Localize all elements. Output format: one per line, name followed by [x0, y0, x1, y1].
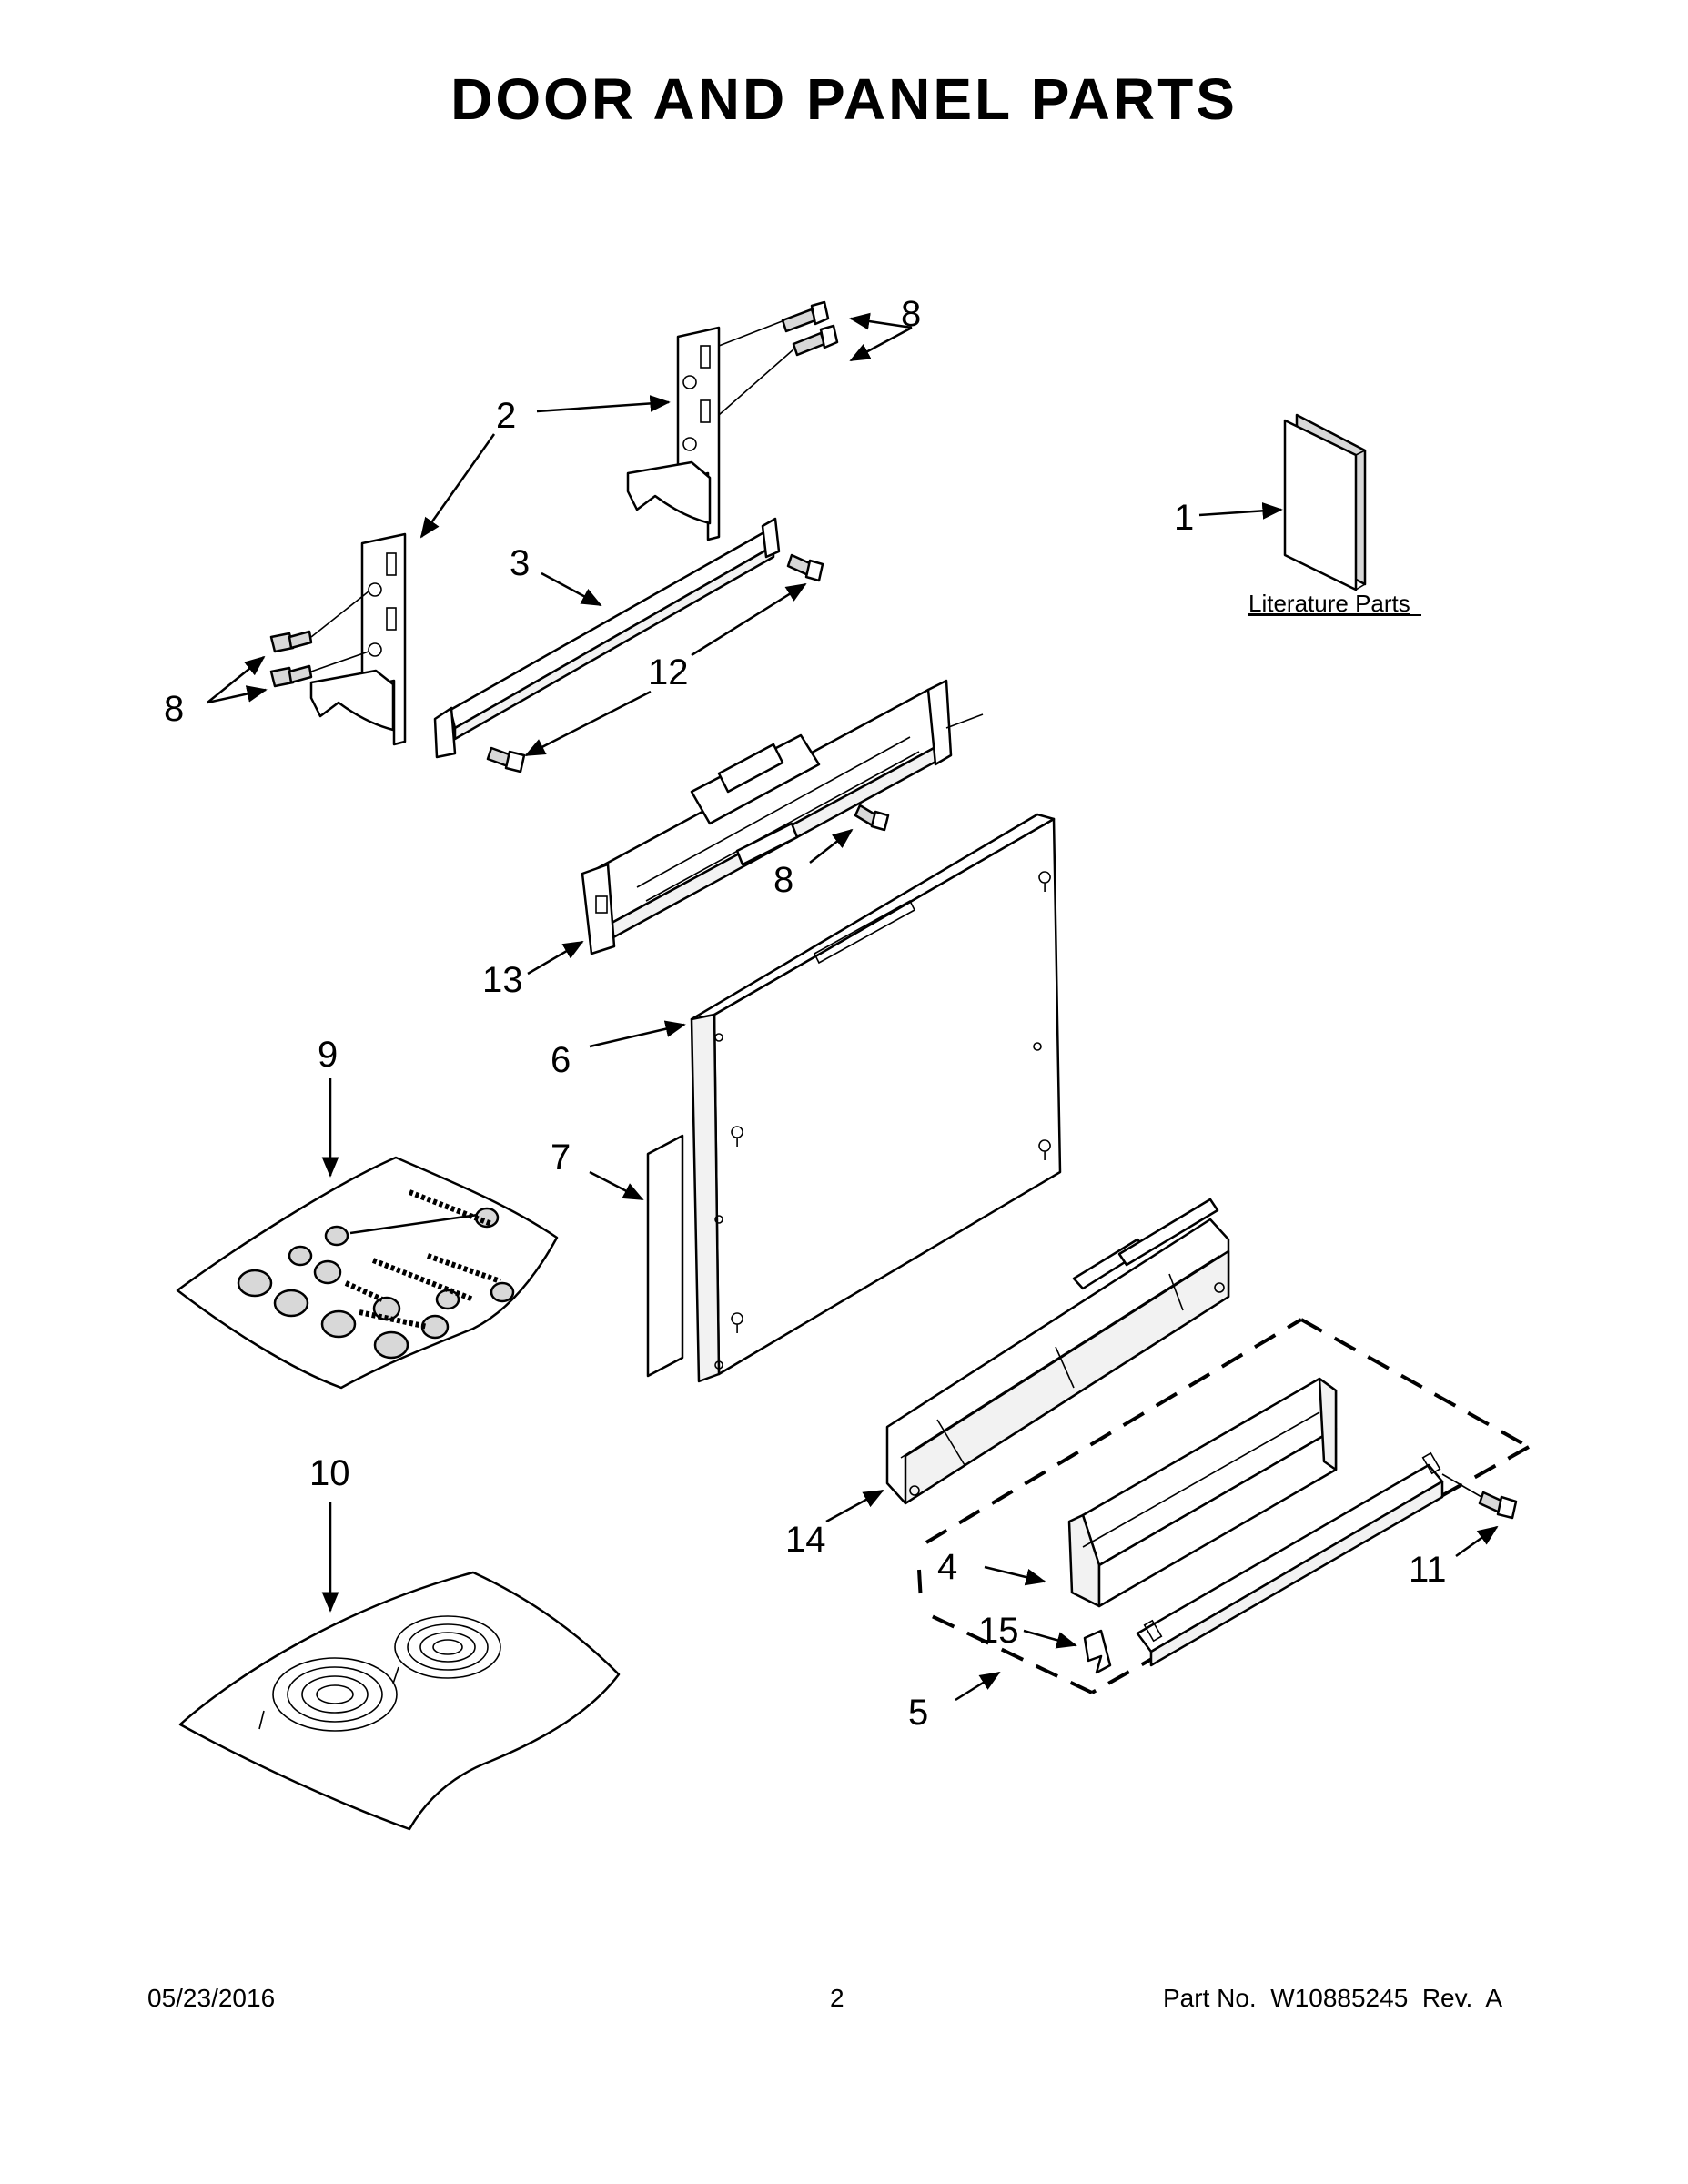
toe-kick-panel: [1067, 1377, 1338, 1608]
screw-8-mid: [854, 804, 890, 832]
callout-13: 13: [482, 960, 523, 1000]
hardware-bag: [176, 1156, 559, 1390]
screw-8-left-a: [269, 630, 313, 653]
callout-10: 10: [309, 1453, 350, 1493]
cross-bar: [433, 517, 781, 759]
screw-8-left-b: [269, 664, 313, 688]
leader-2a: [536, 395, 671, 413]
mounting-bracket-upper: [626, 326, 721, 541]
callout-1: 1: [1174, 498, 1194, 538]
leader-8-left-a: [207, 655, 266, 703]
door-gasket: [646, 1134, 684, 1378]
literature-parts-label: Literature Parts: [1248, 590, 1410, 617]
callout-9: 9: [318, 1035, 338, 1075]
leader-8-top-a: [849, 312, 913, 330]
leader-5: [955, 1671, 1001, 1702]
screw-8-top-a: [781, 300, 830, 333]
footer-page-number: 2: [830, 1984, 844, 2012]
leader-3: [541, 571, 602, 607]
callout-12: 12: [648, 652, 689, 693]
literature-booklet: [1283, 413, 1367, 592]
screw-8-top-b: [792, 324, 839, 357]
callout-7: 7: [551, 1138, 571, 1178]
callout-8-mid: 8: [773, 860, 793, 900]
callout-14: 14: [785, 1520, 826, 1560]
callout-8-left: 8: [164, 689, 184, 729]
panel-clip: [1083, 1629, 1112, 1674]
leader-11: [1455, 1525, 1499, 1558]
callout-11: 11: [1409, 1550, 1447, 1590]
footer-date: 05/23/2016: [147, 1984, 276, 2012]
leader-8-left-b: [207, 685, 268, 704]
callout-6: 6: [551, 1040, 571, 1080]
leader-8-mid: [809, 828, 854, 864]
leader-8-top-b: [849, 326, 913, 362]
screw-12-lower: [486, 746, 526, 774]
leader-6: [589, 1020, 686, 1048]
leader-14: [825, 1489, 884, 1523]
page-title: DOOR AND PANEL PARTS: [450, 66, 1238, 132]
leader-12a: [691, 582, 807, 657]
leader-12b: [524, 690, 652, 757]
callout-15: 15: [978, 1611, 1019, 1651]
callout-2: 2: [496, 396, 516, 436]
screw-12-upper: [786, 553, 824, 582]
inner-door-panel: [690, 813, 1062, 1383]
footer-part-number: Part No. W10885245 Rev. A: [1163, 1984, 1503, 2012]
leader-13: [527, 940, 584, 976]
leader-2b: [419, 433, 496, 539]
callout-4: 4: [937, 1547, 957, 1587]
leader-4: [984, 1565, 1046, 1586]
leader-15: [1023, 1629, 1077, 1649]
callout-3: 3: [510, 543, 530, 583]
leader-7: [589, 1170, 644, 1201]
callout-5: 5: [908, 1693, 928, 1733]
callout-8-top: 8: [901, 294, 921, 334]
foot-pad-bag: [178, 1571, 621, 1831]
leader-1: [1198, 502, 1283, 520]
toe-kick-bracket: [885, 1198, 1230, 1505]
kick-rail: [1136, 1451, 1444, 1667]
control-assembly: [581, 679, 984, 956]
screw-11: [1478, 1491, 1518, 1520]
mounting-bracket-lower: [309, 532, 407, 746]
